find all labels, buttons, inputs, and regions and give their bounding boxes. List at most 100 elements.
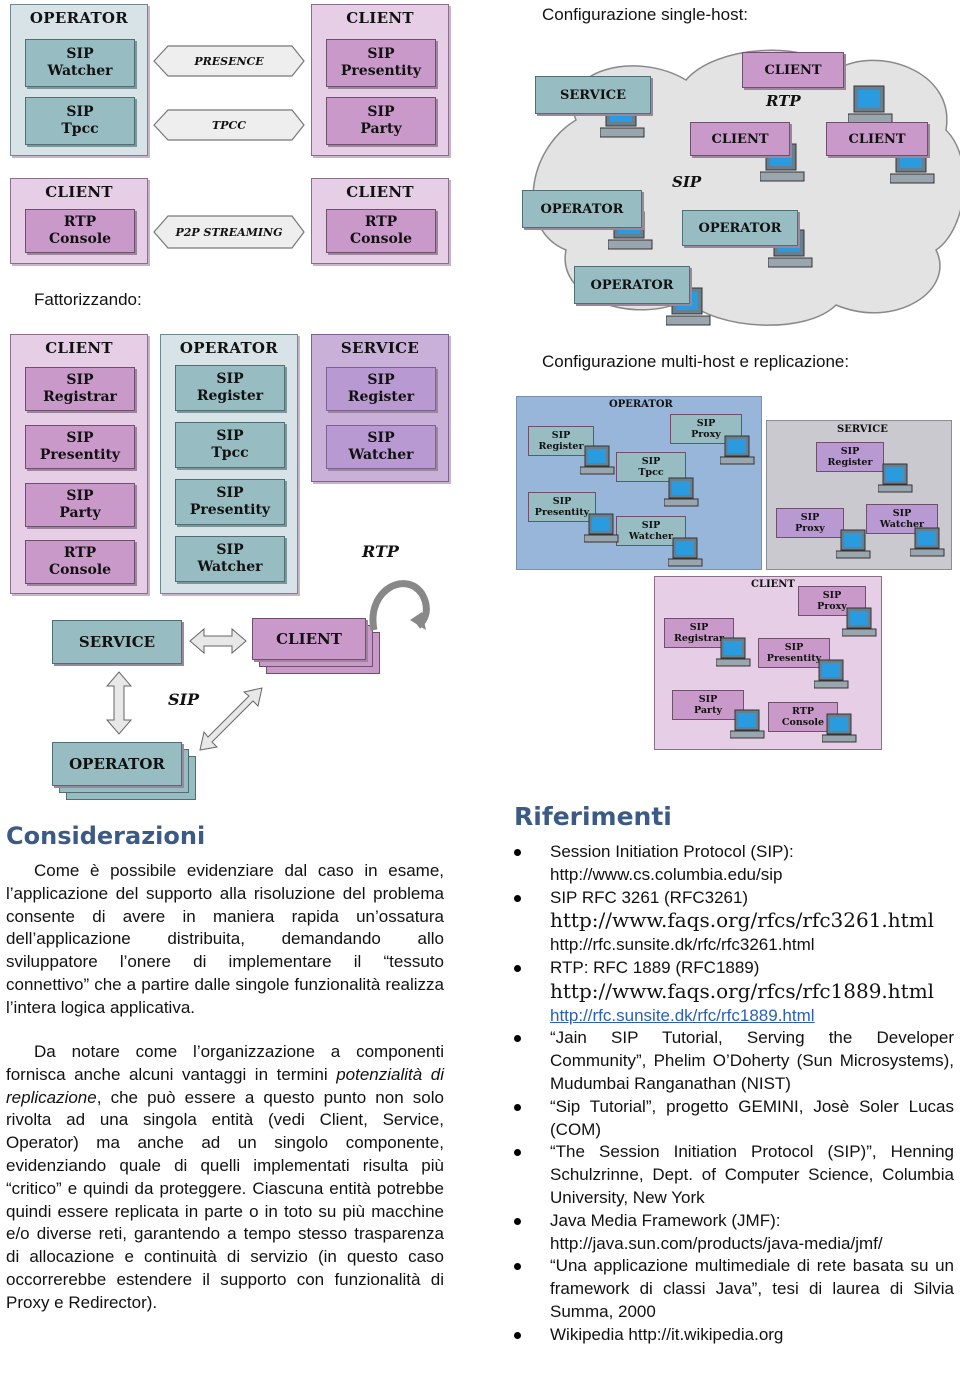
sip-register-box: SIP Register xyxy=(175,365,285,411)
sip-tpcc-box: SIP Tpcc xyxy=(616,452,686,482)
rtp-console-box: RTP Console xyxy=(768,702,838,732)
sip-presentity-box: SIP Presentity xyxy=(175,479,285,525)
panel-title: CLIENT xyxy=(346,183,414,201)
paragraph-italic: potenzialità di replicazione xyxy=(6,1064,444,1107)
vertical-double-arrow-icon xyxy=(105,671,133,735)
client-node: CLIENT xyxy=(252,618,366,660)
ref-link[interactable]: http://www.cs.columbia.edu/sip xyxy=(550,864,783,884)
list-item: Java Media Framework (JMF):http://java.s… xyxy=(514,1210,954,1256)
list-item: “Una applicazione multimediale di rete b… xyxy=(514,1255,954,1323)
computer-icon xyxy=(910,527,945,557)
paragraph-text: , che può essere a questo punto non solo… xyxy=(6,1087,444,1312)
sip-watcher-box: SIP Watcher xyxy=(326,425,436,469)
p2p-arrow xyxy=(153,215,305,249)
client-node: CLIENT xyxy=(742,52,844,88)
rtp-label: RTP xyxy=(766,92,801,110)
service-node: SERVICE xyxy=(52,620,182,664)
sip-tpcc-box: SIP Tpcc xyxy=(175,422,285,468)
operator-node: OPERATOR xyxy=(682,210,798,246)
riferimenti-heading: Riferimenti xyxy=(514,802,672,831)
sip-register-box: SIP Register xyxy=(528,426,594,456)
list-item: RTP: RFC 1889 (RFC1889)http://www.faqs.o… xyxy=(514,957,954,1027)
operator-panel-top: OPERATOR SIP Watcher SIP Tpcc xyxy=(10,4,148,156)
operator-factor-panel: OPERATOR SIP Register SIP Tpcc SIP Prese… xyxy=(160,334,298,594)
computer-icon xyxy=(814,659,849,689)
sip-presentity-box: SIP Presentity xyxy=(326,39,436,87)
panel-title: OPERATOR xyxy=(29,9,129,27)
client-node: CLIENT xyxy=(690,122,790,156)
computer-icon xyxy=(842,607,877,637)
ref-text: SIP RFC 3261 (RFC3261) xyxy=(550,887,749,907)
sip-proxy-box: SIP Proxy xyxy=(670,414,742,444)
computer-icon xyxy=(584,513,619,543)
panel-title: CLIENT xyxy=(751,579,795,590)
computer-icon xyxy=(580,445,615,475)
panel-title: SERVICE xyxy=(340,339,420,357)
ref-link[interactable]: http://www.faqs.org/rfcs/rfc1889.html xyxy=(550,978,935,1003)
service-stack: SERVICE xyxy=(52,620,182,664)
list-item: “Sip Tutorial”, progetto GEMINI, Josè So… xyxy=(514,1096,954,1142)
ref-link[interactable]: http://java.sun.com/products/java-media/… xyxy=(550,1233,883,1253)
multi-host-caption: Configurazione multi-host e replicazione… xyxy=(542,352,850,371)
operator-stack: OPERATOR xyxy=(52,742,202,802)
panel-title: OPERATOR xyxy=(609,399,673,410)
operator-node: OPERATOR xyxy=(52,742,182,786)
sip-presentity-box: SIP Presentity xyxy=(758,638,830,668)
list-item: Session Initiation Protocol (SIP): http:/… xyxy=(514,841,954,887)
loop-arrow-icon xyxy=(369,580,430,631)
p2p-label: P2P STREAMING xyxy=(175,225,283,239)
sip-register-box: SIP Register xyxy=(816,442,884,472)
computer-icon xyxy=(836,529,871,559)
sip-party-box: SIP Party xyxy=(672,690,744,720)
sip-presentity-box: SIP Presentity xyxy=(528,492,596,522)
considerazioni-heading: Considerazioni xyxy=(6,822,206,850)
paragraph-text: Come è possibile evidenziare dal caso in… xyxy=(6,861,444,1017)
service-factor-panel: SERVICE SIP Register SIP Watcher xyxy=(311,334,449,482)
sip-party-box: SIP Party xyxy=(326,97,436,145)
operator-node: OPERATOR xyxy=(574,266,690,304)
list-item: SIP RFC 3261 (RFC3261)http://www.faqs.or… xyxy=(514,887,954,957)
sip-registrar-box: SIP Registrar xyxy=(25,367,135,411)
ref-link[interactable]: http://rfc.sunsite.dk/rfc/rfc1889.html xyxy=(550,1005,815,1025)
list-item: “The Session Initiation Protocol (SIP)”,… xyxy=(514,1141,954,1209)
computer-icon xyxy=(822,713,857,743)
sip-tpcc-box: SIP Tpcc xyxy=(25,97,135,145)
ref-link[interactable]: http://www.faqs.org/rfcs/rfc3261.html xyxy=(550,908,935,933)
computer-icon xyxy=(878,463,913,493)
rtp-console-box: RTP Console xyxy=(25,209,135,253)
paragraph-text: Da notare come l’organizzazione a compon… xyxy=(6,1042,444,1084)
computer-icon xyxy=(664,477,699,507)
client-panel-left: CLIENT RTP Console xyxy=(10,178,148,264)
computer-icon xyxy=(848,85,893,124)
tpcc-arrow xyxy=(153,109,305,141)
panel-title: CLIENT xyxy=(45,339,113,357)
ref-link[interactable]: http://rfc.sunsite.dk/rfc/rfc3261.html xyxy=(550,935,815,955)
sip-label: SIP xyxy=(672,173,702,191)
double-arrow-icon xyxy=(189,627,247,655)
sip-proxy-box: SIP Proxy xyxy=(776,508,844,538)
computer-icon xyxy=(730,709,765,739)
list-item: “Jain SIP Tutorial, Serving the Develope… xyxy=(514,1027,954,1095)
sip-watcher-box: SIP Watcher xyxy=(175,536,285,582)
panel-title: SERVICE xyxy=(837,424,888,435)
client-panel-right: CLIENT RTP Console xyxy=(311,178,449,264)
sip-register-box: SIP Register xyxy=(326,367,436,411)
ref-text: Session Initiation Protocol (SIP): xyxy=(550,842,794,861)
presence-arrow xyxy=(153,45,305,77)
panel-title: CLIENT xyxy=(45,183,113,201)
sip-party-box: SIP Party xyxy=(25,483,135,527)
client-stack: CLIENT xyxy=(252,618,382,674)
operator-node: OPERATOR xyxy=(522,190,642,228)
service-node: SERVICE xyxy=(535,76,651,114)
single-host-caption: Configurazione single-host: xyxy=(542,5,749,24)
considerazioni-paragraph-2: Da notare come l’organizzazione a compon… xyxy=(6,1041,444,1315)
panel-title: OPERATOR xyxy=(179,339,279,357)
rtp-label: RTP xyxy=(362,542,399,561)
factor-caption: Fattorizzando: xyxy=(34,290,142,309)
client-node: CLIENT xyxy=(826,122,928,156)
rtp-console-box: RTP Console xyxy=(25,540,135,584)
ref-text: RTP: RFC 1889 (RFC1889) xyxy=(550,957,760,977)
diagonal-double-arrow-icon xyxy=(199,687,263,751)
computer-icon xyxy=(716,637,751,667)
computer-icon xyxy=(720,435,755,465)
